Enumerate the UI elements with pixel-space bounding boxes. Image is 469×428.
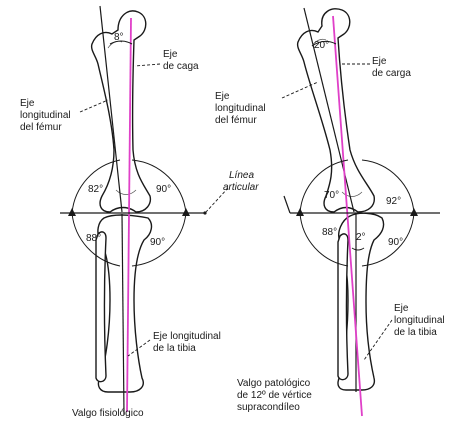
- right-joint-line-tick: [283, 195, 291, 214]
- left-tibia-axis-label-2: de la tibia: [153, 343, 196, 354]
- left-joint-leader: [205, 187, 229, 213]
- left-joint-line-end-dot: [203, 211, 207, 215]
- left-angle-upper-right: 90°: [156, 184, 171, 195]
- left-femur-axis-label-1: Eje: [20, 98, 35, 109]
- right-load-axis-label-2: de carga: [372, 68, 411, 79]
- right-angle-lower-left: 88°: [322, 227, 337, 238]
- left-angle-arc: [71, 159, 187, 267]
- right-arc-arrow-left: [296, 208, 304, 216]
- right-tibia-axis-label-3: de la tibia: [394, 327, 437, 338]
- right-caption-2: de 12º de vértice: [237, 390, 312, 401]
- left-femur-leader: [79, 99, 109, 113]
- left-joint-line-label-2: articular: [223, 182, 259, 193]
- right-small-angle-arc: [351, 247, 365, 251]
- right-femur-angle-label: 20°: [314, 40, 329, 51]
- right-fibula: [337, 233, 349, 381]
- left-angle-lower-left: 88°: [86, 233, 101, 244]
- left-arc-arrow-left: [68, 208, 76, 216]
- right-load-axis-label-1: Eje: [372, 56, 387, 67]
- right-femur-axis-label-1: Eje: [215, 91, 230, 102]
- left-tibia-axis-line: [121, 213, 125, 416]
- left-arc-arrow-right: [182, 208, 190, 216]
- right-angle-arc: [299, 159, 415, 267]
- left-tibia: [97, 214, 153, 393]
- right-angle-upper-right: 92°: [386, 196, 401, 207]
- right-femur-angle-arc: [311, 40, 337, 47]
- left-femur-axis-line: [99, 5, 123, 213]
- left-joint-line-label-1: Línea: [229, 170, 254, 181]
- left-angle-upper-left: 82°: [88, 184, 103, 195]
- right-femur: [296, 8, 375, 213]
- left-angle-lower-right: 90°: [150, 237, 165, 248]
- left-caption: Valgo fisiológico: [72, 408, 144, 419]
- left-figure: [60, 5, 229, 416]
- left-tibia-leader: [127, 339, 151, 357]
- left-femur-angle-label: 8°: [114, 32, 124, 43]
- left-femur-axis-label-2: longitudinal: [20, 110, 71, 121]
- left-load-axis-line: [126, 17, 132, 413]
- right-arc-arrow-right: [410, 208, 418, 216]
- left-load-axis-label-2: de caga: [163, 61, 199, 72]
- right-caption-3: supracondíleo: [237, 402, 300, 413]
- right-load-axis-line: [332, 15, 363, 417]
- right-figure: [281, 7, 440, 417]
- right-femur-axis-label-3: del fémur: [215, 115, 257, 126]
- left-femur-angle-arc: [109, 40, 133, 45]
- right-tibia-axis-label-1: Eje: [394, 303, 409, 314]
- right-femur-axis-label-2: longitudinal: [215, 103, 266, 114]
- right-femur-axis-line: [303, 7, 355, 213]
- right-tibia-leader: [363, 319, 393, 361]
- right-femur-leader: [281, 81, 319, 99]
- left-fibula: [95, 231, 107, 383]
- left-load-axis-label-1: Eje: [163, 49, 178, 60]
- right-angle-small: 2°: [356, 232, 366, 243]
- left-femur-axis-label-3: del fémur: [20, 122, 62, 133]
- right-angle-lower-right: 90°: [388, 237, 403, 248]
- right-tibia-axis-label-2: longitudinal: [394, 315, 445, 326]
- right-caption-1: Valgo patológico: [237, 378, 311, 389]
- left-tibia-axis-label-1: Eje longitudinal: [153, 331, 221, 342]
- right-angle-upper-left: 70°: [324, 190, 339, 201]
- left-load-leader: [134, 63, 161, 67]
